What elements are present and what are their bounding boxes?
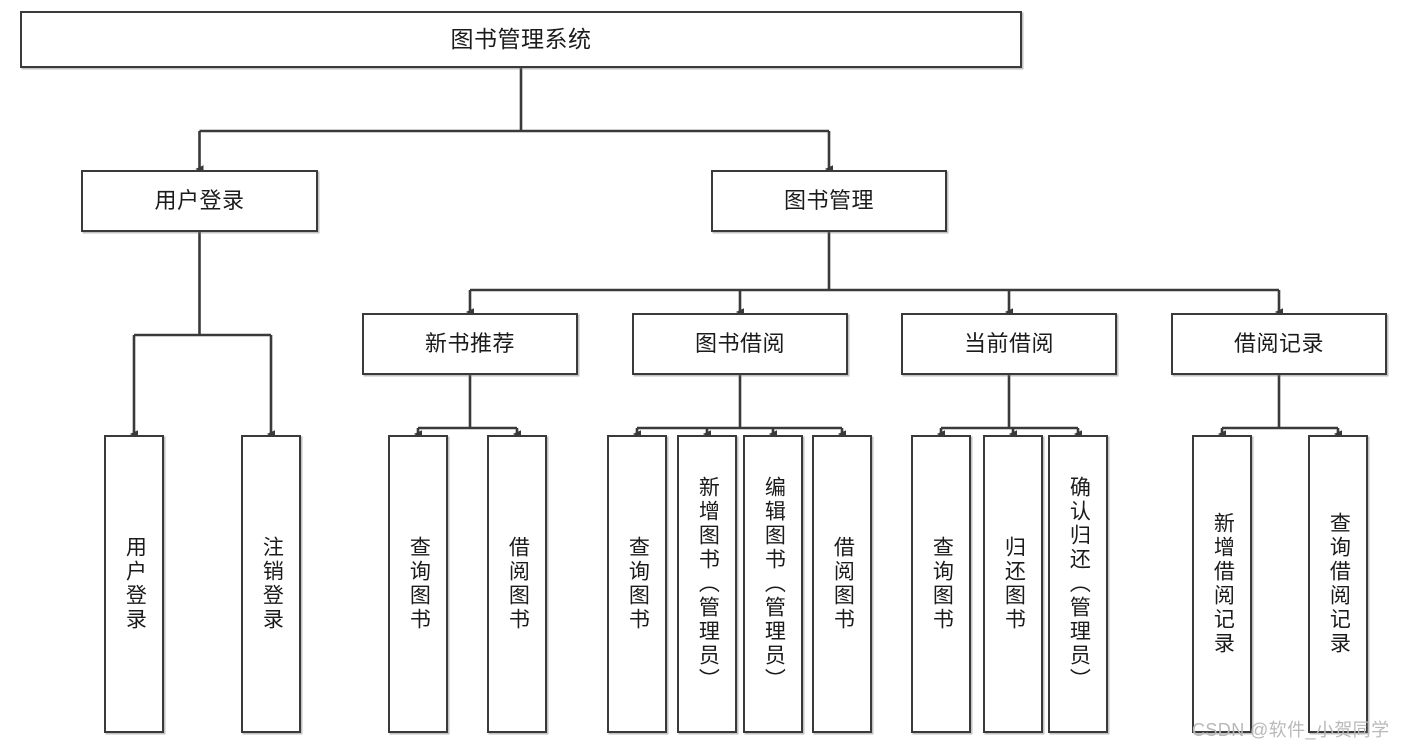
node-leaf-borrow-book-2-label: 借阅图书 — [831, 536, 855, 632]
node-leaf-query-book-1-label: 查询图书 — [407, 536, 431, 632]
node-leaf-edit-book-admin-label: 编辑图书（管理员） — [762, 476, 786, 692]
node-user-login-label: 用户登录 — [154, 188, 245, 214]
node-leaf-query-book-2[interactable]: 查询图书 — [607, 435, 667, 733]
node-root[interactable]: 图书管理系统 — [20, 11, 1022, 68]
node-book-manage[interactable]: 图书管理 — [711, 170, 947, 232]
node-leaf-edit-book-admin[interactable]: 编辑图书（管理员） — [743, 435, 803, 733]
node-leaf-query-book-2-label: 查询图书 — [626, 536, 650, 632]
node-leaf-add-book-admin-label: 新增图书（管理员） — [696, 476, 720, 692]
node-leaf-logout-login-label: 注销登录 — [260, 536, 284, 632]
node-book-borrow[interactable]: 图书借阅 — [632, 313, 848, 375]
node-book-borrow-label: 图书借阅 — [694, 331, 785, 357]
node-new-book-recommend[interactable]: 新书推荐 — [362, 313, 578, 375]
node-leaf-query-borrow-record-label: 查询借阅记录 — [1327, 512, 1351, 656]
node-leaf-add-borrow-record[interactable]: 新增借阅记录 — [1192, 435, 1252, 733]
node-leaf-logout-login[interactable]: 注销登录 — [241, 435, 301, 733]
node-leaf-query-book-1[interactable]: 查询图书 — [388, 435, 448, 733]
node-leaf-add-borrow-record-label: 新增借阅记录 — [1211, 512, 1235, 656]
node-leaf-confirm-return-admin[interactable]: 确认归还（管理员） — [1048, 435, 1108, 733]
node-leaf-add-book-admin[interactable]: 新增图书（管理员） — [677, 435, 737, 733]
node-current-borrow-label: 当前借阅 — [963, 331, 1054, 357]
node-root-label: 图书管理系统 — [450, 25, 592, 52]
node-borrow-record-label: 借阅记录 — [1233, 331, 1324, 357]
node-leaf-confirm-return-admin-label: 确认归还（管理员） — [1067, 476, 1091, 692]
node-new-book-recommend-label: 新书推荐 — [424, 331, 515, 357]
node-leaf-query-book-3-label: 查询图书 — [930, 536, 954, 632]
node-user-login[interactable]: 用户登录 — [81, 170, 318, 232]
node-leaf-query-borrow-record[interactable]: 查询借阅记录 — [1308, 435, 1368, 733]
node-leaf-borrow-book-1-label: 借阅图书 — [506, 536, 530, 632]
node-leaf-return-book[interactable]: 归还图书 — [983, 435, 1043, 733]
node-borrow-record[interactable]: 借阅记录 — [1171, 313, 1387, 375]
node-current-borrow[interactable]: 当前借阅 — [901, 313, 1117, 375]
node-leaf-return-book-label: 归还图书 — [1002, 536, 1026, 632]
node-leaf-user-login[interactable]: 用户登录 — [104, 435, 164, 733]
watermark: CSDN @软件_小贺同学 — [1192, 720, 1390, 740]
node-leaf-borrow-book-2[interactable]: 借阅图书 — [812, 435, 872, 733]
node-leaf-query-book-3[interactable]: 查询图书 — [911, 435, 971, 733]
node-leaf-user-login-label: 用户登录 — [123, 536, 147, 632]
node-book-manage-label: 图书管理 — [783, 188, 874, 214]
node-leaf-borrow-book-1[interactable]: 借阅图书 — [487, 435, 547, 733]
